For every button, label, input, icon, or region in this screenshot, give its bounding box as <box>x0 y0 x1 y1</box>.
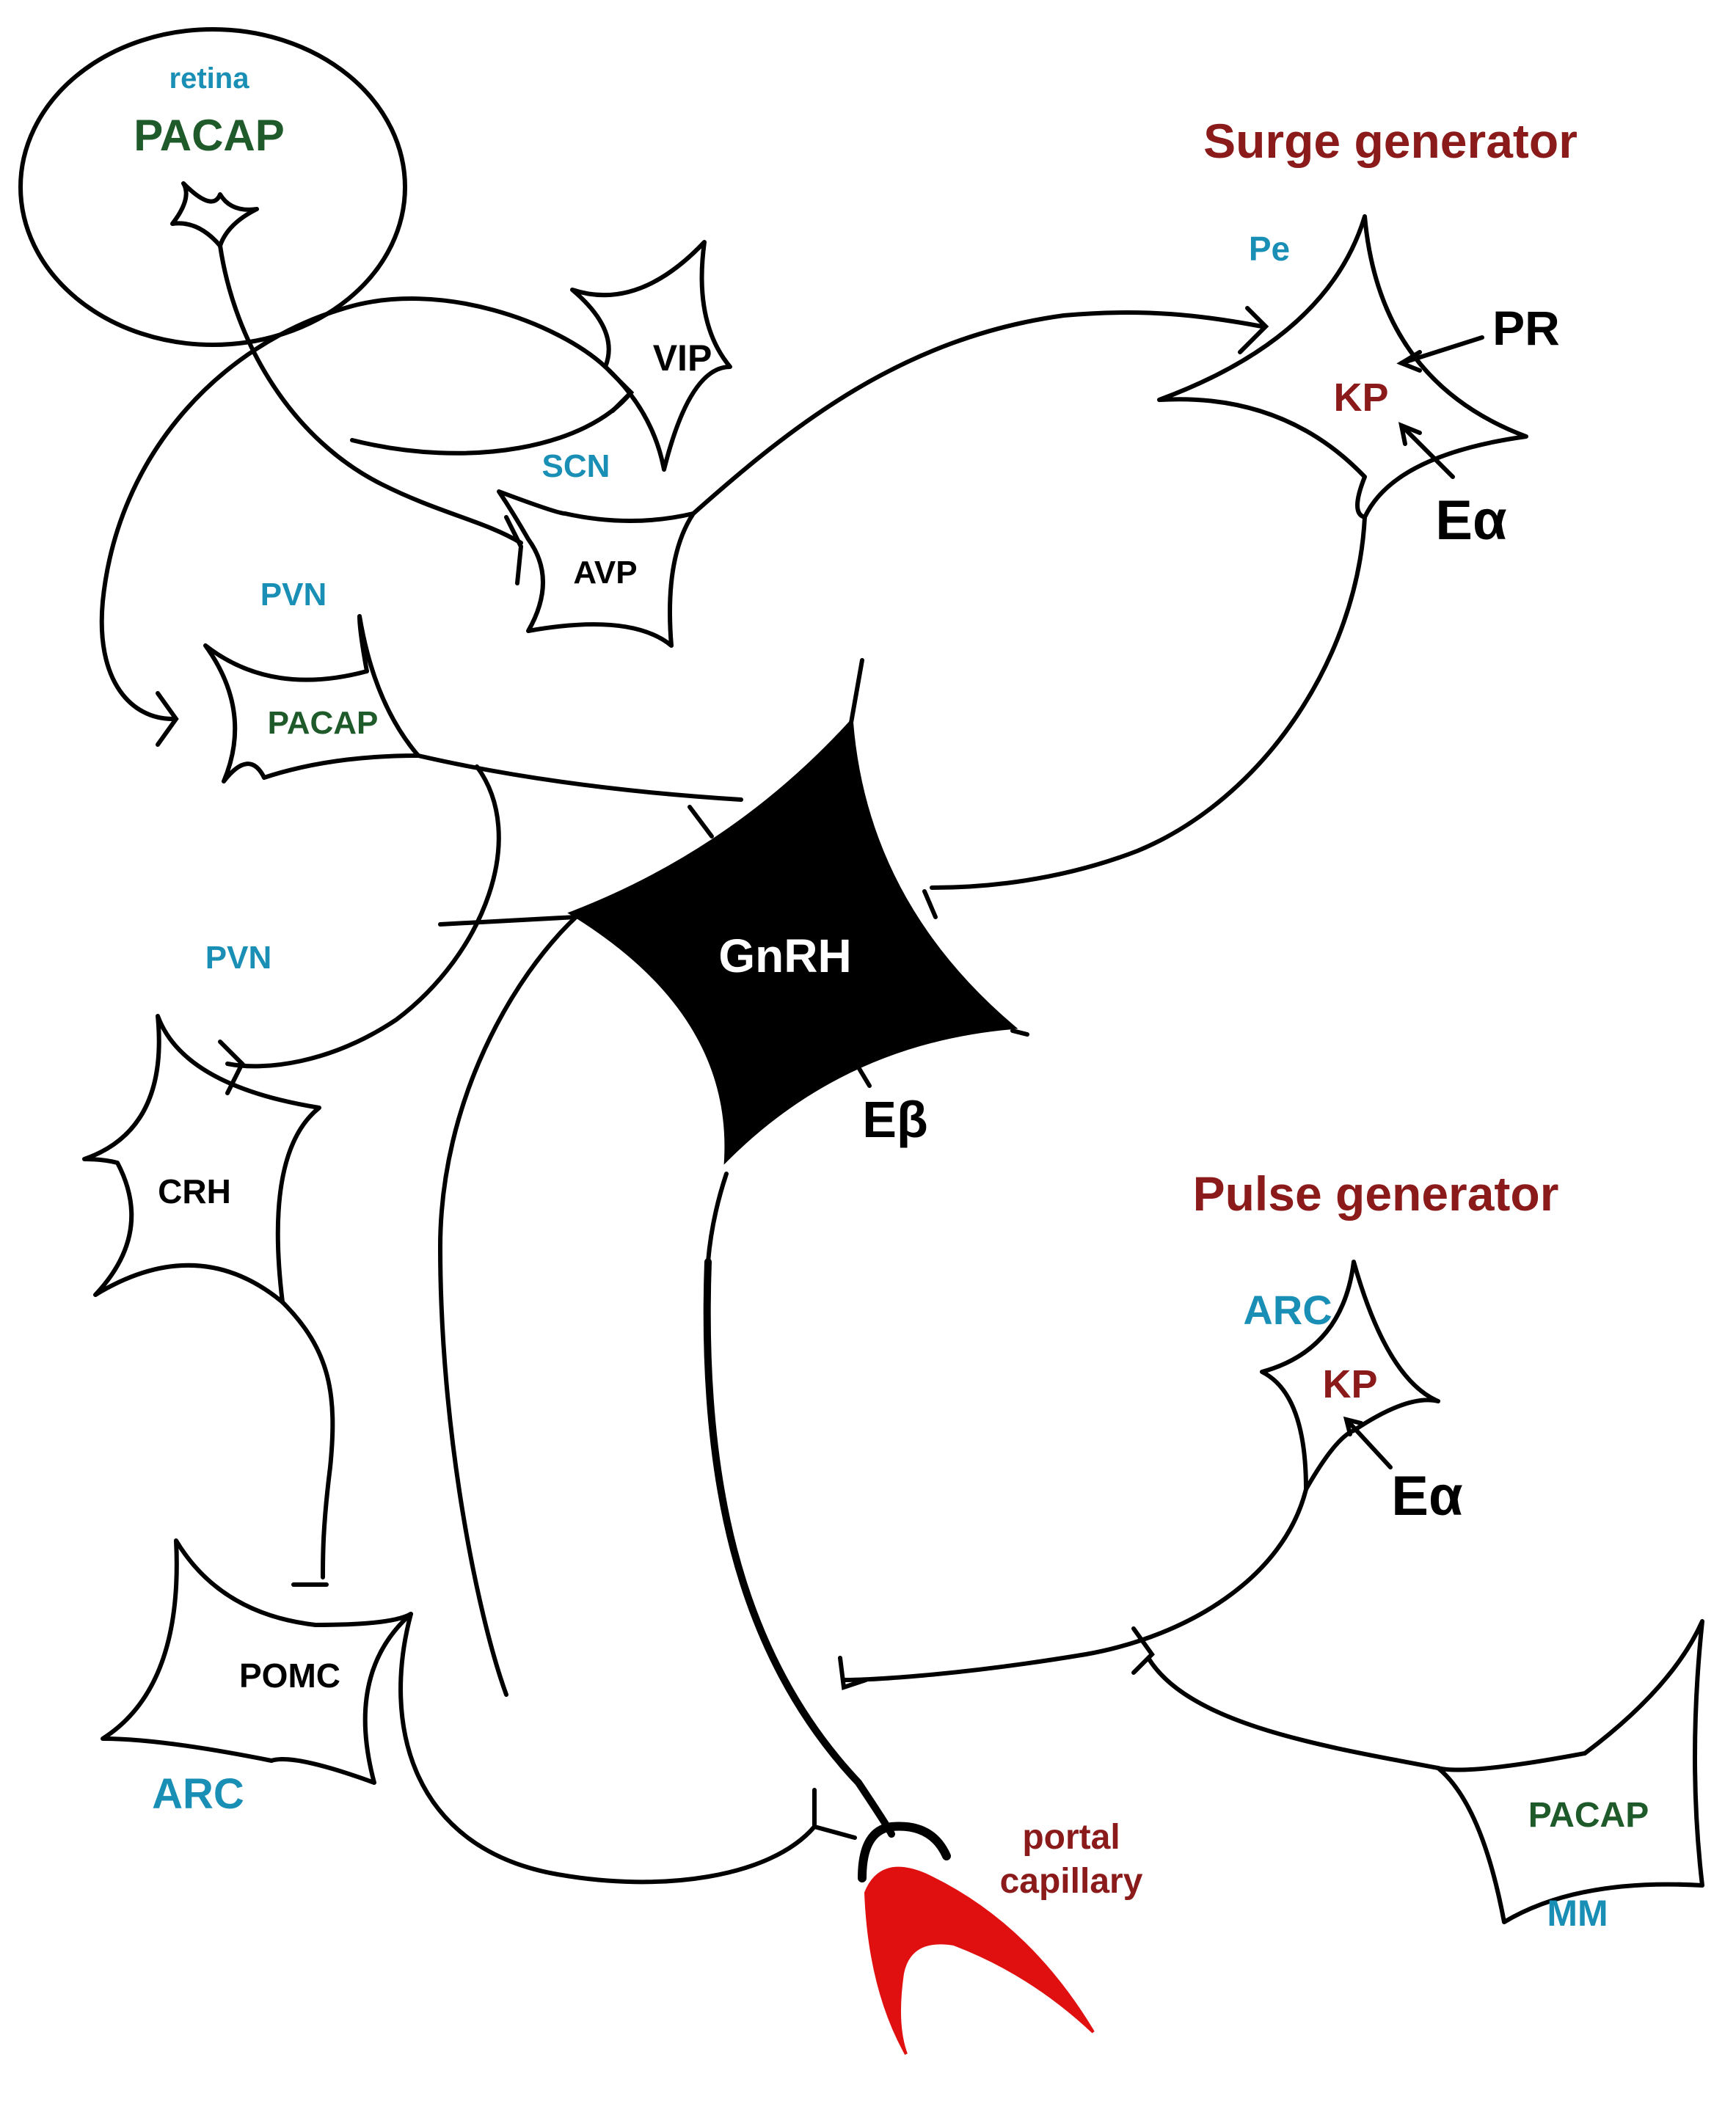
e-beta-label: Eβ <box>862 1091 927 1148</box>
avp-label: AVP <box>573 555 637 591</box>
gnrh-axon-upper <box>706 1172 729 1264</box>
scn-label: SCN <box>542 448 610 484</box>
pvn-pacap-axon <box>416 753 743 802</box>
vip-label: VIP <box>653 337 712 379</box>
avp-axon <box>691 310 1264 516</box>
e-alpha-pulse-label: Eα <box>1391 1465 1462 1527</box>
retina-pacap-neuron <box>170 181 259 248</box>
kp-pulse-axon <box>842 1487 1308 1682</box>
mm-pacap-label: PACAP <box>1528 1796 1649 1835</box>
portal-label-line1: portal <box>1022 1818 1120 1857</box>
pvn-lower-label: PVN <box>205 940 271 976</box>
e-alpha-pulse-arrowhead <box>1343 1416 1363 1436</box>
kp-surge-axon <box>930 515 1367 890</box>
kp-surge-axon-terminal <box>922 889 938 919</box>
gnrh-dendrite-top <box>849 658 864 725</box>
retina-circle <box>18 27 407 347</box>
e-alpha-surge-label: Eα <box>1435 489 1506 552</box>
crh-neuron <box>82 1014 321 1304</box>
gnrh-outline-white <box>725 1033 1013 1175</box>
e-alpha-surge-arrow <box>1399 423 1455 479</box>
gnrh-axon <box>703 1258 895 1838</box>
pomc-axon <box>398 1612 817 1885</box>
retina-label: retina <box>169 62 250 95</box>
gnrh-dendrite-left <box>438 915 578 927</box>
pvn-pacap-axon-terminal <box>688 805 714 839</box>
pe-label: Pe <box>1249 230 1290 268</box>
retina-axon <box>218 244 523 545</box>
gnrh-neuron[interactable] <box>567 717 1018 1165</box>
retina-axon-terminal <box>504 515 524 585</box>
kp-pulse-label: KP <box>1322 1362 1377 1406</box>
surge-generator-title: Surge generator <box>1203 114 1578 168</box>
kp-pulse-axon-terminal <box>838 1656 868 1691</box>
retina-pacap-label: PACAP <box>134 111 285 160</box>
gnrh-dendrite-right <box>1010 1029 1029 1037</box>
vip-axon <box>99 296 608 721</box>
arc-right-label: ARC <box>1243 1287 1332 1333</box>
mm-pacap-axon <box>1146 1656 1440 1770</box>
e-beta-arrow <box>842 1042 872 1088</box>
pr-arrow <box>1399 335 1484 365</box>
pomc-label: POMC <box>239 1656 340 1695</box>
gnrh-axon-terminal <box>858 1822 951 1882</box>
e-alpha-pulse-arrow <box>1344 1417 1393 1469</box>
kp-surge-neuron <box>1157 214 1528 519</box>
crh-axon <box>280 1300 335 1579</box>
pvn-upper-label: PVN <box>260 577 327 613</box>
portal-label-line2: capillary <box>1000 1862 1143 1901</box>
pomc-neuron <box>101 1538 413 1785</box>
pvn-pacap-loop <box>225 764 501 1069</box>
pvn-pacap-neuron <box>203 614 420 783</box>
mm-pacap-neuron <box>1436 1619 1704 1924</box>
gnrh-outline-white-left <box>568 919 721 1175</box>
kp-pulse-neuron <box>1260 1260 1440 1491</box>
pr-label: PR <box>1492 301 1560 355</box>
e-alpha-surge-arrowhead <box>1398 422 1422 446</box>
portal-capillary[interactable] <box>864 1866 1095 2055</box>
vip-input-axon <box>350 390 633 456</box>
vip-axon-terminal <box>156 691 179 747</box>
pr-arrowhead <box>1396 350 1422 373</box>
pvn-pacap-label: PACAP <box>268 705 379 741</box>
avp-axon-terminal <box>1238 306 1269 354</box>
pomc-axon-terminal <box>812 1788 857 1840</box>
pomc-loop <box>437 915 578 1697</box>
crh-label: CRH <box>158 1172 231 1210</box>
mm-label: MM <box>1547 1893 1608 1934</box>
mm-pacap-axon-terminal <box>1131 1626 1155 1675</box>
pulse-generator-title: Pulse generator <box>1193 1166 1559 1221</box>
kp-surge-label: KP <box>1333 376 1388 420</box>
arc-left-label: ARC <box>152 1770 244 1818</box>
gnrh-label: GnRH <box>718 929 851 982</box>
avp-neuron <box>497 489 696 648</box>
